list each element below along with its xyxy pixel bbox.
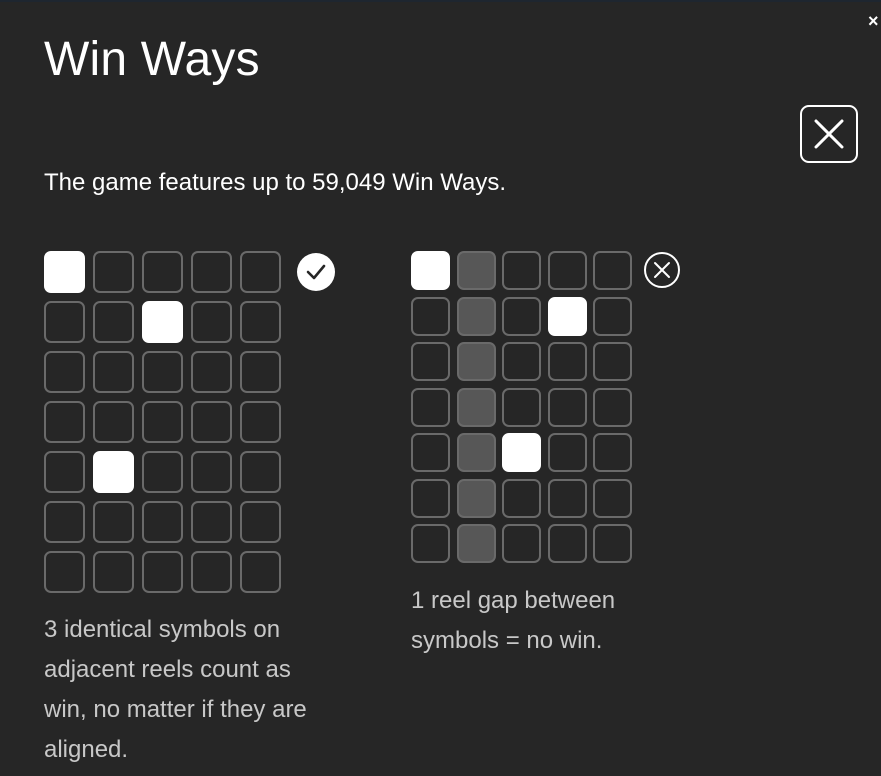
reel-cell (44, 401, 85, 443)
check-circle-icon (296, 252, 336, 297)
gap-cell (456, 478, 496, 518)
caption-line: symbols = no win. (411, 627, 603, 654)
reel-cell (502, 296, 541, 336)
reel-cell (142, 351, 183, 393)
reel-cell (142, 451, 183, 493)
reel-cell (93, 301, 134, 343)
reel-cell (142, 501, 183, 543)
reel-cell (240, 251, 281, 293)
reel-cell (240, 551, 281, 593)
gap-cell (456, 342, 496, 381)
reel-cell (44, 551, 85, 593)
reel-cell (593, 478, 632, 518)
reel-cell (93, 351, 134, 393)
reel-cell (593, 296, 632, 336)
win-example-caption: 3 identical symbols on adjacent reels co… (44, 610, 364, 770)
gap-cell (456, 296, 496, 336)
reel-cell (240, 301, 281, 343)
caption-line: adjacent reels count as (44, 656, 291, 683)
reel-cell (93, 401, 134, 443)
reel-cell (142, 401, 183, 443)
page-title: Win Ways (44, 33, 260, 86)
reel-cell (593, 387, 632, 427)
reel-cell (191, 551, 232, 593)
reel-cell (44, 501, 85, 543)
symbol-cell (44, 251, 85, 293)
symbol-cell (502, 433, 541, 472)
reel-cell (191, 251, 232, 293)
symbol-cell (547, 296, 587, 336)
reel-cell (93, 501, 134, 543)
reel-cell (191, 351, 232, 393)
reel-cell (240, 351, 281, 393)
reel-cell (411, 387, 450, 427)
reel-cell (411, 433, 450, 472)
win-example-grid (44, 251, 281, 593)
reel-cell (502, 478, 541, 518)
reel-cell (93, 551, 134, 593)
close-button[interactable] (800, 105, 858, 163)
reel-cell (547, 342, 587, 381)
symbol-cell (411, 251, 450, 290)
gap-cell (456, 251, 496, 290)
reel-cell (44, 451, 85, 493)
caption-line: win, no matter if they are (44, 696, 307, 723)
reel-cell (547, 251, 587, 290)
caption-line: 3 identical symbols on (44, 616, 281, 643)
reel-cell (191, 501, 232, 543)
reel-cell (502, 342, 541, 381)
reel-cell (191, 301, 232, 343)
reel-cell (411, 524, 450, 563)
reel-cell (411, 296, 450, 336)
reel-cell (93, 251, 134, 293)
reel-cell (240, 451, 281, 493)
reel-cell (142, 551, 183, 593)
gap-cell (456, 433, 496, 472)
reel-cell (547, 433, 587, 472)
reel-cell (44, 301, 85, 343)
dialog-top-border (0, 0, 881, 2)
gap-cell (456, 524, 496, 563)
reel-cell (240, 501, 281, 543)
reel-cell (240, 401, 281, 443)
reel-cell (502, 251, 541, 290)
reel-cell (547, 524, 587, 563)
close-icon (814, 119, 844, 149)
reel-cell (593, 524, 632, 563)
symbol-cell (142, 301, 183, 343)
reel-cell (411, 342, 450, 381)
reel-cell (593, 433, 632, 472)
reel-cell (411, 478, 450, 518)
reel-cell (191, 451, 232, 493)
no-win-example-grid (411, 251, 632, 563)
symbol-cell (93, 451, 134, 493)
caption-line: aligned. (44, 736, 129, 763)
reel-cell (547, 478, 587, 518)
no-win-example-caption: 1 reel gap between symbols = no win. (411, 581, 671, 661)
cross-circle-icon (643, 251, 681, 294)
reel-cell (502, 387, 541, 427)
reel-cell (593, 342, 632, 381)
reel-cell (191, 401, 232, 443)
gap-cell (456, 387, 496, 427)
caption-line: 1 reel gap between (411, 587, 616, 614)
intro-text: The game features up to 59,049 Win Ways. (44, 169, 507, 196)
reel-cell (593, 251, 632, 290)
reel-cell (547, 387, 587, 427)
corner-close-icon[interactable]: × (868, 11, 879, 31)
reel-cell (502, 524, 541, 563)
reel-cell (44, 351, 85, 393)
reel-cell (142, 251, 183, 293)
